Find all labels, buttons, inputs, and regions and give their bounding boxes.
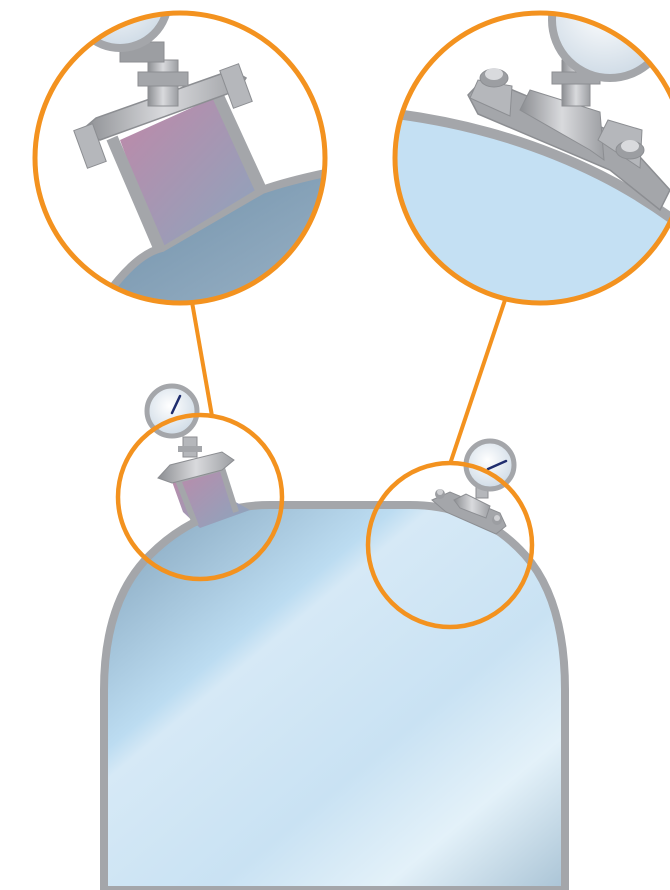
right-zoom-callout <box>392 10 670 306</box>
left-nozzle <box>157 436 250 528</box>
right-callout-connector <box>448 299 507 465</box>
bolt-icon <box>615 140 645 160</box>
left-highlight-ring <box>115 412 285 582</box>
left-callout-connector <box>190 301 214 417</box>
bolt-icon <box>492 515 502 525</box>
right-flange <box>431 483 507 535</box>
tank-vessel <box>100 501 569 890</box>
bolt-icon <box>479 68 509 88</box>
left-zoom-callout <box>32 10 328 306</box>
right-highlight-ring <box>365 460 535 630</box>
bolt-icon <box>435 489 445 499</box>
right-pressure-gauge-icon <box>463 438 517 492</box>
